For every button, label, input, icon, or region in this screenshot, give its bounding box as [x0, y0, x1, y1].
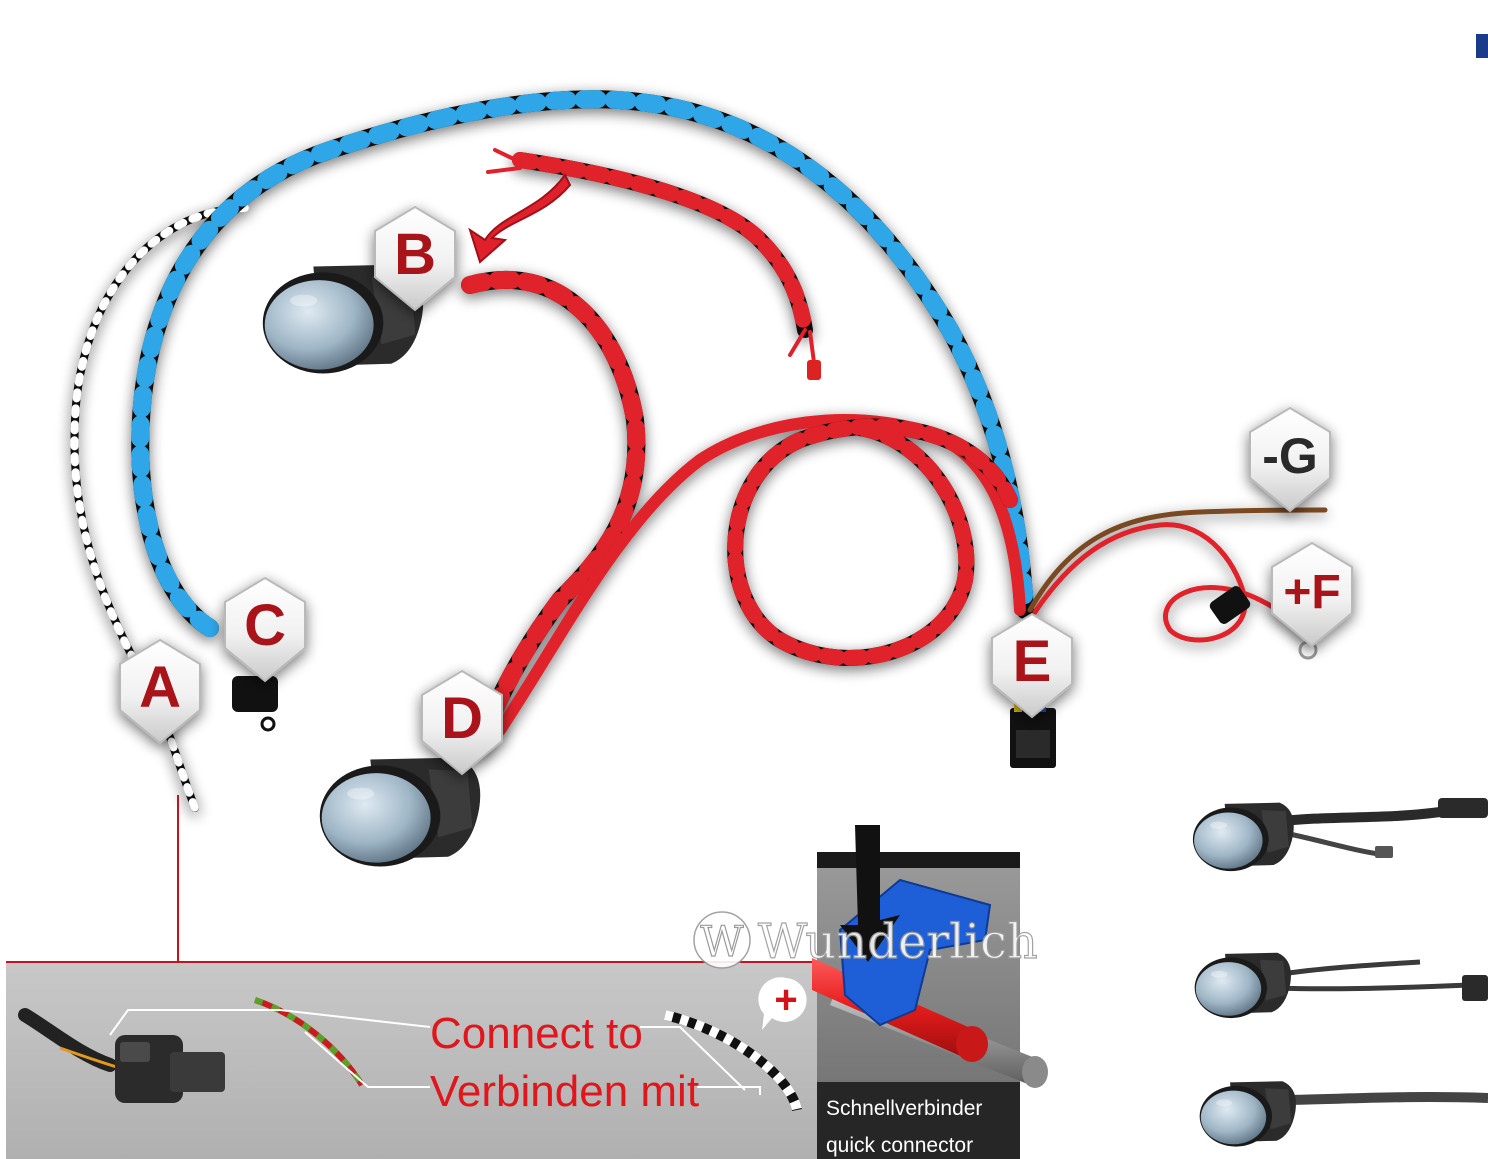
plus-sign: + — [774, 978, 797, 1022]
wire-bundle — [70, 90, 1328, 812]
label-g: -G — [1262, 428, 1318, 484]
callout-panel: Connect to Verbinden mit + — [6, 961, 818, 1159]
badge-f: +F — [1271, 541, 1353, 648]
caption-quick-connector: quick connector — [826, 1134, 973, 1157]
label-d: D — [441, 686, 483, 751]
badge-g: -G — [1249, 406, 1331, 513]
wire-d-red — [494, 414, 1026, 736]
label-b: B — [394, 222, 436, 287]
feed-wire-ends — [486, 148, 821, 380]
svg-text:W: W — [700, 917, 744, 966]
label-e: E — [1013, 629, 1052, 694]
callout-connect-to: Connect to — [430, 1009, 643, 1058]
lamp-variants — [1192, 798, 1488, 1147]
badge-e: E — [991, 612, 1073, 719]
badge-c: C — [224, 576, 306, 683]
label-f: +F — [1283, 566, 1340, 619]
switch-c — [232, 676, 278, 732]
lamp-variant-1 — [1192, 798, 1488, 872]
quick-connector-inset: Schnellverbinder quick connector — [812, 825, 1048, 1159]
plus-bubble: + — [758, 977, 807, 1030]
red-green-wire — [254, 997, 365, 1087]
wire-g-brown — [1027, 507, 1328, 613]
badge-a: A — [119, 638, 201, 745]
caption-schnellverbinder: Schnellverbinder — [826, 1097, 982, 1120]
watermark-text: Wunderlich — [758, 914, 1038, 970]
label-a: A — [139, 655, 181, 720]
red-arrow — [468, 173, 572, 264]
lamp-d — [319, 757, 481, 867]
callout-leader-lines — [109, 1009, 761, 1095]
wire-f-red — [1032, 522, 1313, 643]
label-badges: A B C D E +F -G — [119, 205, 1353, 776]
watermark: W Wunderlich — [693, 911, 1038, 971]
lamp-variant-2 — [1194, 952, 1488, 1019]
label-c: C — [244, 593, 286, 658]
corner-fragment — [1476, 34, 1488, 58]
down-arrow-icon — [840, 825, 900, 962]
badge-d: D — [421, 669, 503, 776]
callout-verbinden-mit: Verbinden mit — [430, 1067, 699, 1116]
badge-b: B — [374, 205, 456, 312]
lamp-variant-3 — [1199, 1081, 1488, 1147]
plug-connector-icon — [18, 1008, 225, 1103]
